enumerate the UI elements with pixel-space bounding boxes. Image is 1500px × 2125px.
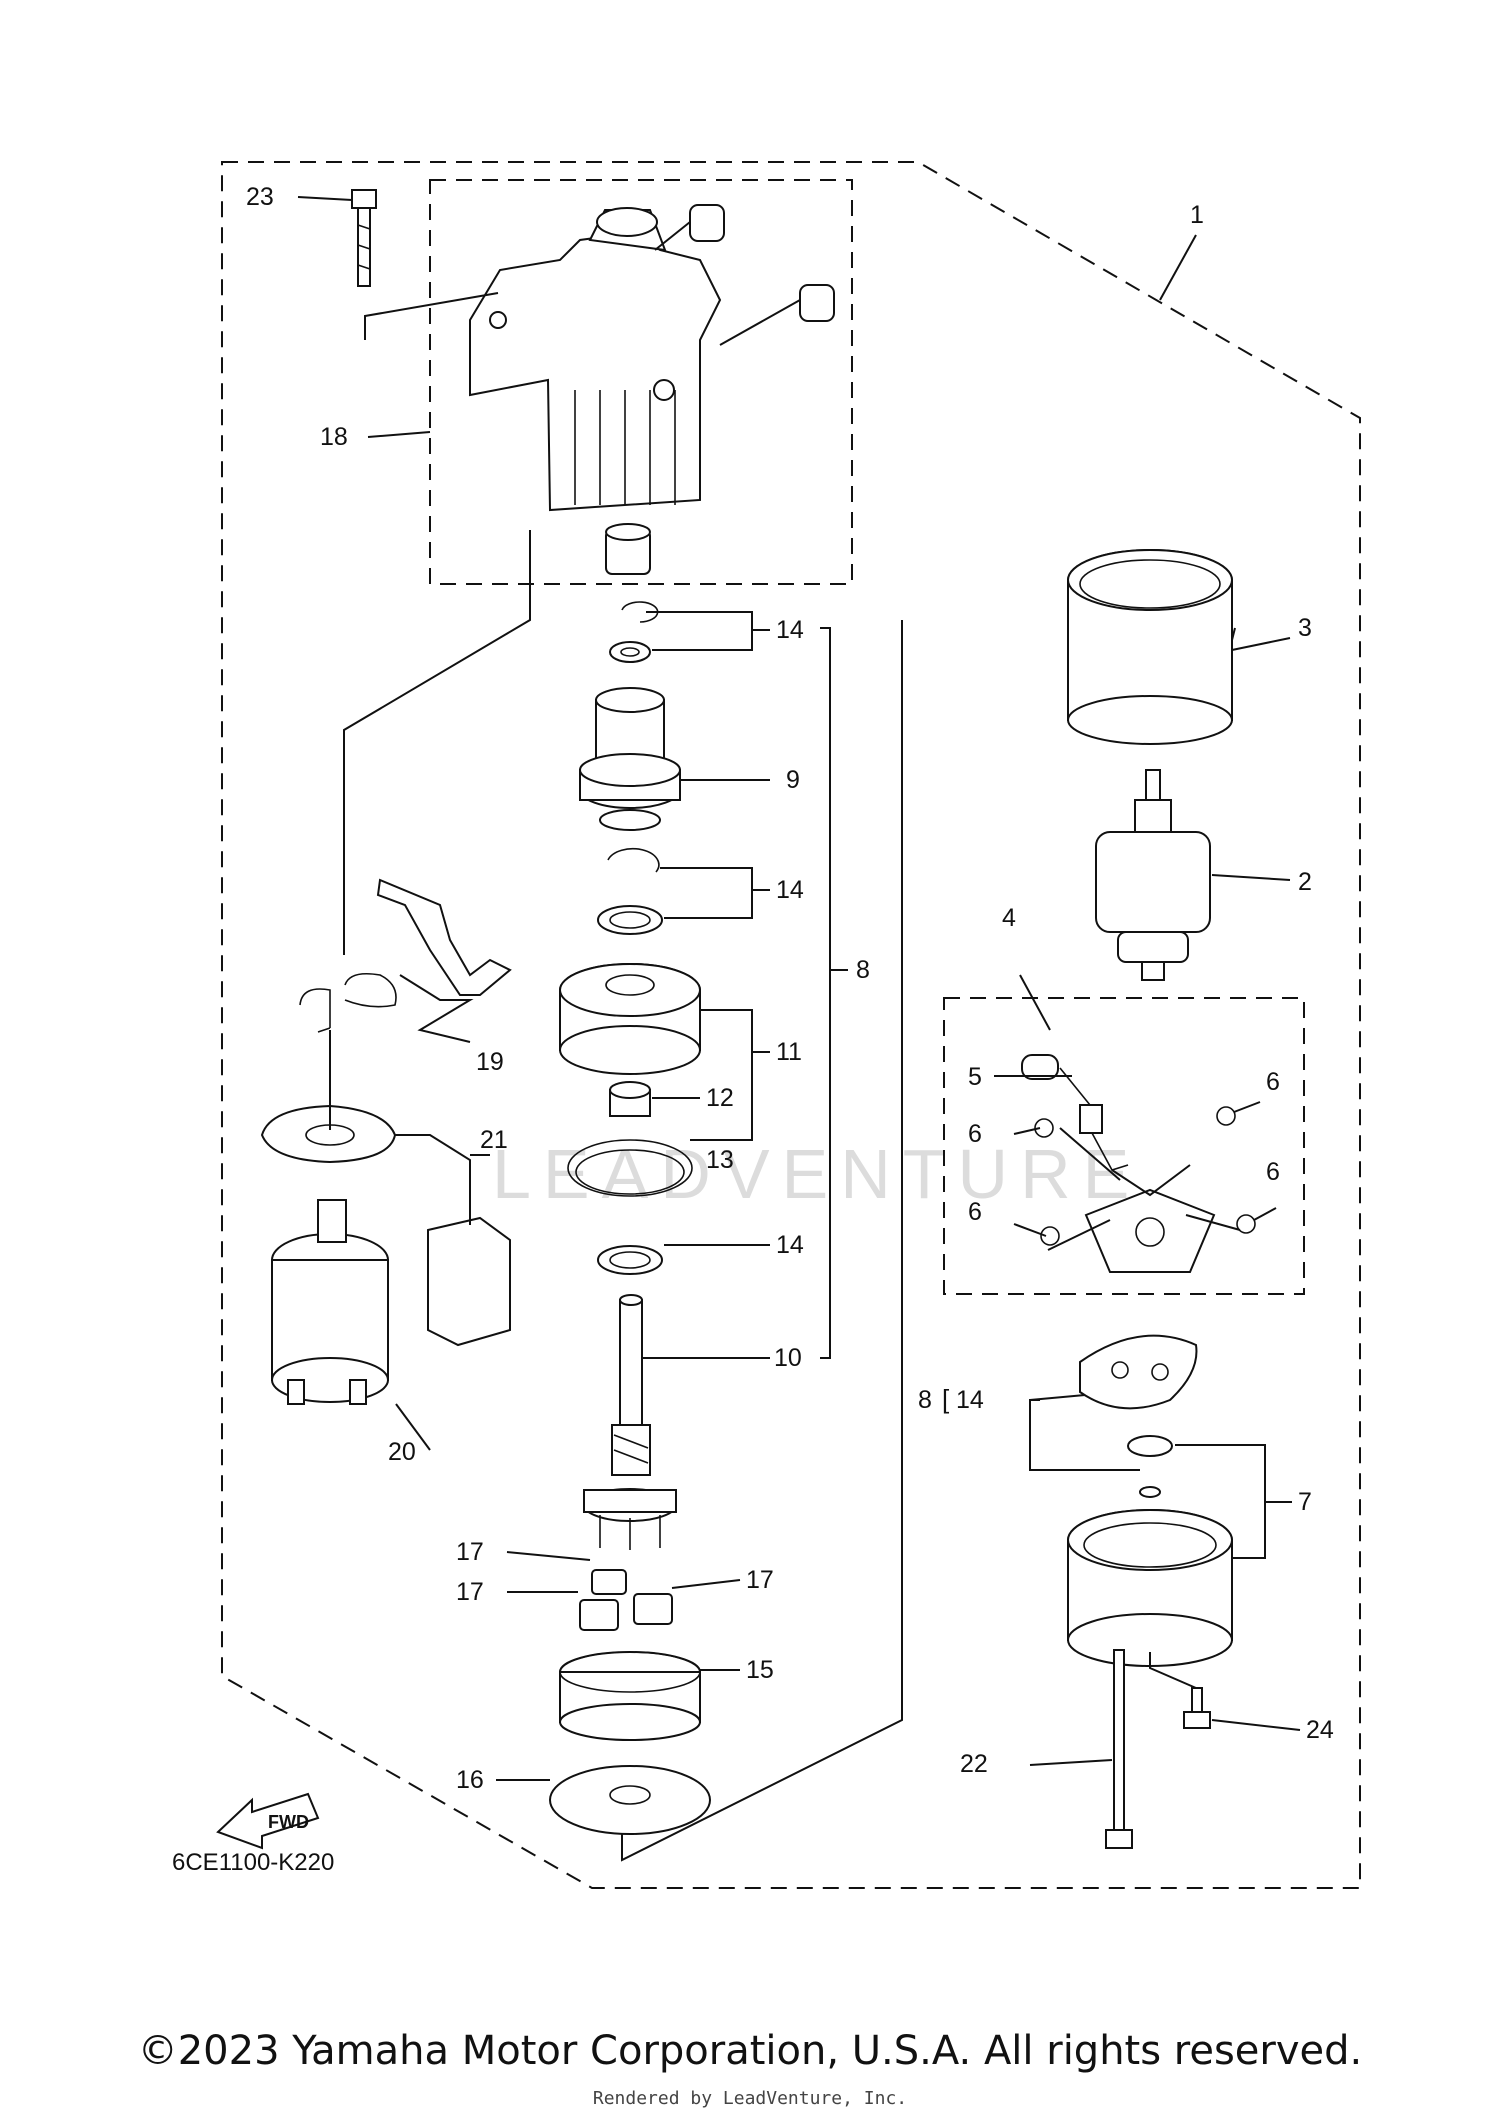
copyright-notice: ©2023 Yamaha Motor Corporation, U.S.A. A… bbox=[137, 2028, 1363, 2074]
callout-14-right-bracket: [ bbox=[942, 1384, 950, 1414]
brush-holder-plate bbox=[1084, 1188, 1216, 1273]
callout-19: 19 bbox=[476, 1048, 504, 1076]
callout-8a: 8 bbox=[856, 956, 870, 984]
callout-20: 20 bbox=[388, 1438, 416, 1466]
shaft-10 bbox=[583, 1294, 677, 1550]
plate-21 bbox=[260, 1104, 511, 1347]
callout-3: 3 bbox=[1298, 614, 1312, 642]
end-cover-11 bbox=[559, 963, 701, 1075]
housing-group-boundary bbox=[429, 179, 853, 585]
bushing bbox=[605, 523, 651, 575]
plate-16 bbox=[549, 1765, 711, 1835]
callout-18: 18 bbox=[320, 423, 348, 451]
housing-18 bbox=[469, 204, 835, 512]
leader-lines bbox=[297, 196, 1301, 1781]
callout-5: 5 bbox=[968, 1063, 982, 1091]
callout-24: 24 bbox=[1306, 1716, 1334, 1744]
callout-6d: 6 bbox=[968, 1198, 982, 1226]
right-group-line bbox=[621, 620, 903, 1862]
callout-6c: 6 bbox=[1266, 1158, 1280, 1186]
callout-17a: 17 bbox=[456, 1538, 484, 1566]
callout-2: 2 bbox=[1298, 868, 1312, 896]
callout-14b: 14 bbox=[776, 876, 804, 904]
callout-14c: 14 bbox=[776, 1231, 804, 1259]
callout-12: 12 bbox=[706, 1084, 734, 1112]
watermark-text: LEADVENTURE bbox=[492, 1135, 1141, 1213]
screw-24 bbox=[1183, 1687, 1211, 1729]
bushing-12 bbox=[609, 1081, 651, 1117]
callout-7: 7 bbox=[1298, 1488, 1312, 1516]
callout-8b: 8 bbox=[918, 1386, 932, 1414]
fwd-label: FWD bbox=[268, 1812, 309, 1832]
callout-15: 15 bbox=[746, 1656, 774, 1684]
callout-6b: 6 bbox=[968, 1120, 982, 1148]
callout-14d: 14 bbox=[956, 1386, 984, 1414]
brush-holder-group-boundary bbox=[943, 997, 1305, 1295]
through-bolt-22 bbox=[1105, 1649, 1133, 1849]
callout-22: 22 bbox=[960, 1750, 988, 1778]
callout-17b: 17 bbox=[456, 1578, 484, 1606]
callout-11: 11 bbox=[776, 1038, 802, 1066]
callout-10: 10 bbox=[774, 1344, 802, 1372]
solenoid-20 bbox=[271, 1199, 389, 1405]
pinion-9 bbox=[579, 687, 681, 831]
callout-13: 13 bbox=[706, 1146, 734, 1174]
callout-14a: 14 bbox=[776, 616, 804, 644]
callout-6a: 6 bbox=[1266, 1068, 1280, 1096]
callout-21: 21 bbox=[480, 1126, 508, 1154]
fwd-arrow-icon bbox=[216, 1792, 320, 1850]
rear-cover-7 bbox=[1067, 1435, 1233, 1667]
springs-6 bbox=[1034, 1106, 1256, 1246]
callout-23: 23 bbox=[246, 183, 274, 211]
callout-16: 16 bbox=[456, 1766, 484, 1794]
callout-9: 9 bbox=[786, 766, 800, 794]
armature-2 bbox=[1095, 769, 1211, 981]
ring-13 bbox=[567, 1139, 693, 1197]
diagram-code: 6CE1100-K220 bbox=[172, 1849, 334, 1876]
rendered-by-credit: Rendered by LeadVenture, Inc. bbox=[592, 2088, 908, 2109]
yoke-3 bbox=[1067, 549, 1233, 745]
plate-14-right bbox=[1079, 1334, 1198, 1410]
bolt-23 bbox=[351, 189, 377, 287]
planet-gears-17 bbox=[579, 1569, 673, 1631]
clip-washer-14-top bbox=[609, 601, 659, 663]
callout-1: 1 bbox=[1190, 201, 1204, 229]
ring-gear-15 bbox=[559, 1651, 701, 1741]
callout-4: 4 bbox=[1002, 904, 1016, 932]
callout-17c: 17 bbox=[746, 1566, 774, 1594]
washer-14-lower bbox=[597, 1245, 663, 1275]
brush-5 bbox=[1021, 1054, 1129, 1171]
shift-lever-19 bbox=[299, 878, 512, 1033]
clip-washer-14-middle bbox=[597, 847, 663, 935]
